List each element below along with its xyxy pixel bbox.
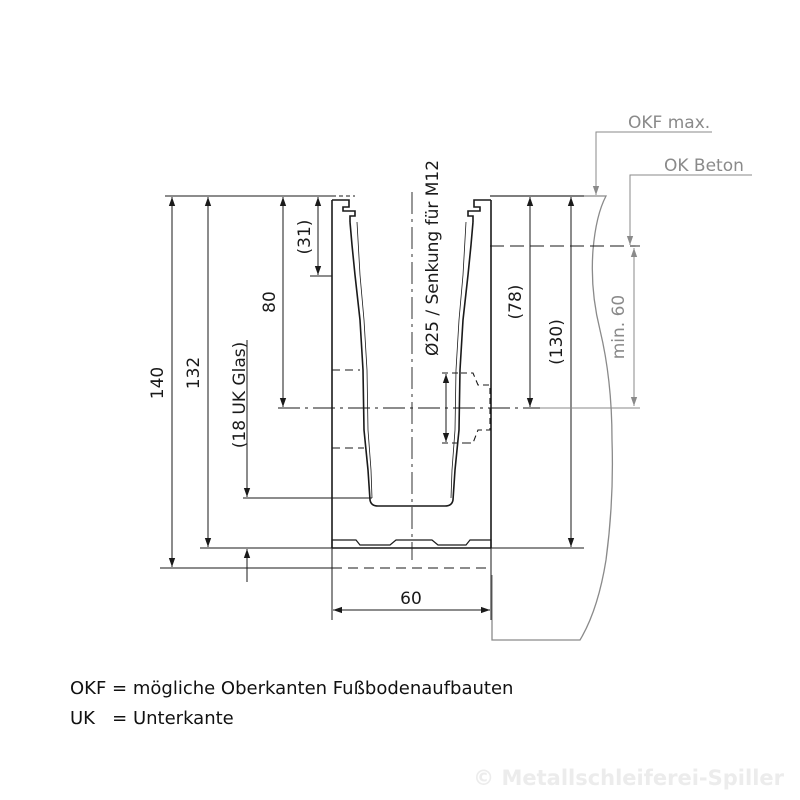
channel-profile — [331, 199, 492, 620]
callout-lines — [540, 131, 752, 409]
extension-lines — [160, 195, 584, 569]
legend-okf: OKF = mögliche Oberkanten Fußbodenaufbau… — [70, 678, 514, 699]
watermark: © Metallschleiferei-Spiller — [473, 766, 784, 790]
dimension-lines — [168, 197, 575, 614]
dim-78-label: (78) — [506, 285, 526, 320]
dim-130-label: (130) — [547, 319, 567, 365]
dim-132-label: 132 — [184, 357, 204, 389]
concrete-outline — [490, 195, 614, 641]
ok-beton-callout: OK Beton — [664, 156, 744, 176]
dim-18-label: (18 UK Glas) — [230, 342, 250, 448]
dim-80-label: 80 — [260, 291, 280, 313]
dim-min60-label: min. 60 — [609, 295, 629, 360]
legend-uk: UK = Unterkante — [70, 708, 234, 729]
hole-label: Ø25 / Senkung für M12 — [423, 160, 443, 356]
dim-31-label: (31) — [295, 220, 315, 255]
dim-60-label: 60 — [400, 589, 422, 609]
bolt-hole — [332, 369, 491, 449]
center-lines — [278, 192, 640, 560]
dim-140-label: 140 — [148, 367, 168, 399]
okf-callout: OKF max. — [628, 113, 710, 133]
